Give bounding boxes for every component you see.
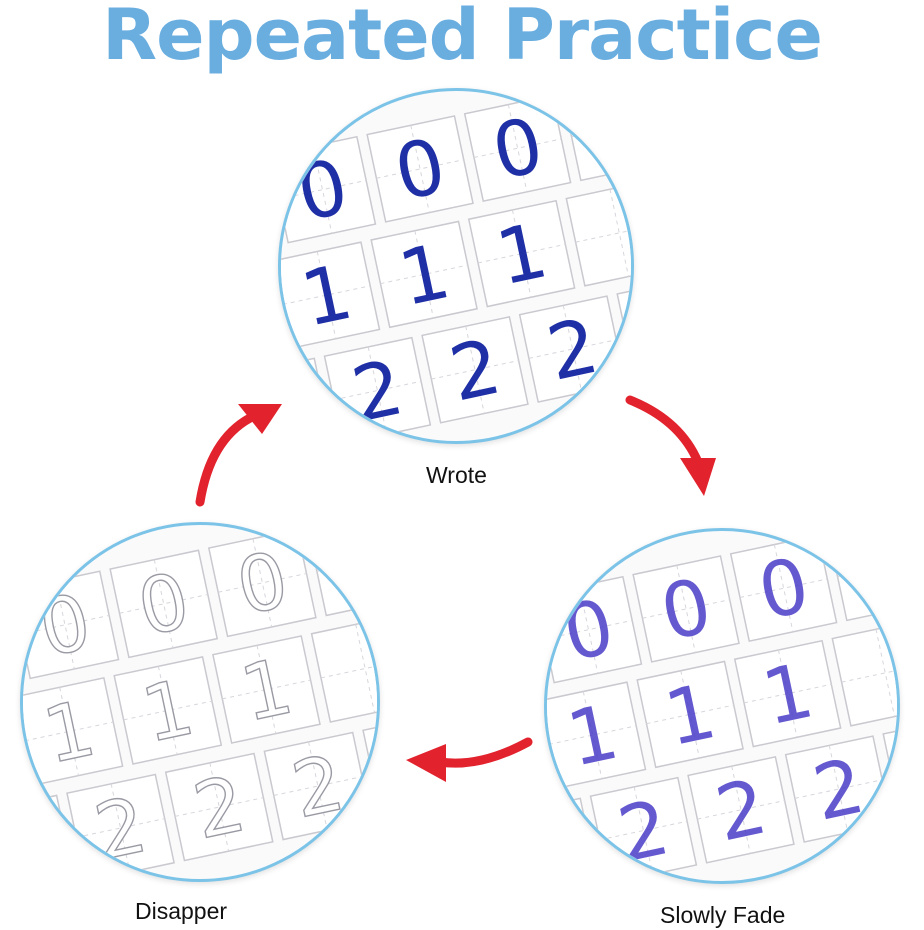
grid-guide: [23, 614, 110, 635]
grid-guide: [431, 360, 519, 380]
grid-guide: [355, 624, 376, 713]
grid-guide: [465, 326, 485, 414]
grid-guide: [697, 800, 785, 820]
grid-cell: [281, 357, 334, 441]
grid-guide: [477, 243, 566, 264]
curved-arrow-icon: [435, 737, 533, 768]
grid-guide: [507, 104, 528, 192]
stage-fade-label: Slowly Fade: [660, 902, 786, 928]
grid-guide: [281, 179, 367, 200]
grid-guide: [511, 209, 532, 298]
grid-guide: [828, 745, 849, 833]
grid-guide: [256, 645, 277, 734]
grid-guide: [367, 346, 388, 435]
grid-guide: [547, 841, 590, 862]
grid-guide: [605, 91, 625, 172]
practice-digit: 2: [186, 760, 252, 857]
grid-guide: [739, 578, 828, 598]
grid-guide: [547, 807, 556, 881]
grid-guide: [308, 741, 328, 831]
grid-guide: [157, 666, 178, 755]
curved-arrow-icon: [625, 395, 703, 467]
grid-guide: [599, 820, 688, 841]
grid-guide: [316, 251, 337, 339]
grid-guide: [410, 125, 430, 213]
grid-guide: [281, 367, 290, 441]
grid-guide: [123, 700, 213, 721]
grid-guide: [376, 159, 464, 179]
grid-guide: [209, 762, 230, 852]
stage-wrote-label: Wrote: [426, 462, 487, 488]
grid-guide: [547, 619, 633, 640]
grid-guide: [76, 818, 165, 838]
grid-guide: [333, 380, 422, 401]
grid-guide: [743, 683, 832, 704]
curved-arrow-icon-head: [680, 458, 716, 496]
grid-guide: [282, 285, 371, 305]
grid-guide: [676, 565, 696, 653]
grid-guide: [110, 783, 131, 873]
grid-guide: [777, 649, 798, 738]
grid-guide: [528, 339, 617, 359]
grid-guide: [794, 779, 883, 799]
grid-guide: [773, 544, 794, 632]
grid-guide: [312, 145, 333, 234]
stage-disappear-label: Disapper: [135, 898, 228, 924]
grid-guide: [875, 629, 896, 717]
grid-guide: [680, 670, 700, 759]
grid-guide: [119, 593, 208, 614]
grid-guide: [578, 585, 599, 674]
grid-guide: [871, 531, 891, 612]
grid-guide: [633, 786, 654, 875]
grid-guide: [23, 804, 32, 879]
grid-guide: [380, 264, 468, 285]
grid-guide: [414, 230, 434, 319]
grid-guide: [55, 580, 75, 670]
grid-guide: [59, 687, 79, 776]
grid-guide: [548, 725, 637, 745]
grid-guide: [281, 401, 324, 422]
grid-guide: [731, 766, 751, 854]
grid-guide: [174, 797, 264, 817]
grid-guide: [222, 679, 311, 700]
grid-guide: [642, 599, 730, 619]
grid-guide: [646, 704, 734, 725]
grid-guide: [24, 721, 114, 742]
grid-guide: [23, 839, 67, 859]
curved-arrow-icon: [195, 413, 255, 507]
grid-guide: [582, 691, 603, 779]
grid-guide: [218, 573, 307, 593]
grid-guide: [562, 305, 583, 393]
curved-arrow-icon-head: [238, 404, 282, 434]
grid-guide: [273, 776, 363, 796]
grid-guide: [351, 525, 371, 607]
grid-cell: [547, 797, 600, 881]
grid-guide: [252, 538, 273, 628]
curved-arrow-icon-head: [406, 744, 446, 782]
grid-guide: [609, 189, 630, 277]
grid-guide: [153, 559, 174, 649]
grid-guide: [473, 138, 562, 158]
page-title: Repeated Practice: [102, 0, 823, 76]
